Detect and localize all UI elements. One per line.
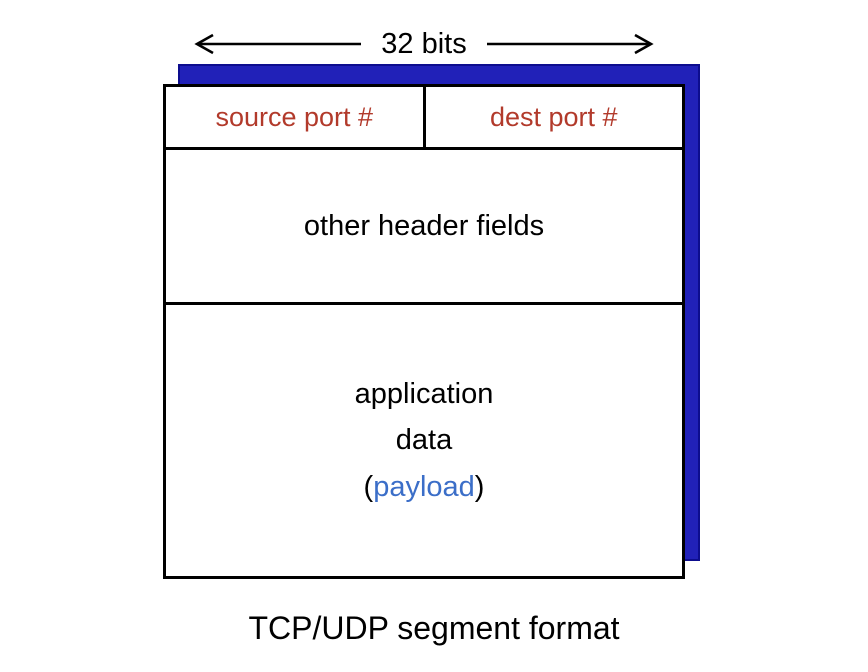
ports-row: source port # dest port # (166, 87, 682, 150)
dest-port-label: dest port # (489, 101, 618, 132)
application-data-field: application data (payload) (166, 305, 682, 576)
other-header-fields-label: other header fields (303, 209, 545, 242)
diagram-caption: TCP/UDP segment format (248, 610, 620, 646)
left-arrow-icon (194, 33, 362, 55)
bits-label: 32 bits (381, 27, 467, 60)
payload-close-paren: ) (474, 470, 485, 503)
payload-line: (payload) (364, 464, 485, 510)
dest-port-field: dest port # (422, 87, 683, 147)
application-data-line2: data (395, 424, 453, 457)
payload-word: payload (373, 470, 475, 503)
bit-width-measure: 32 bits (158, 26, 690, 62)
application-data-line1: application (354, 377, 494, 410)
source-port-field: source port # (166, 87, 423, 147)
right-arrow-icon (486, 33, 654, 55)
other-header-fields-field: other header fields (166, 150, 682, 305)
source-port-label: source port # (215, 101, 374, 132)
segment-box: source port # dest port # other header f… (163, 84, 685, 579)
payload-open-paren: ( (363, 470, 374, 503)
